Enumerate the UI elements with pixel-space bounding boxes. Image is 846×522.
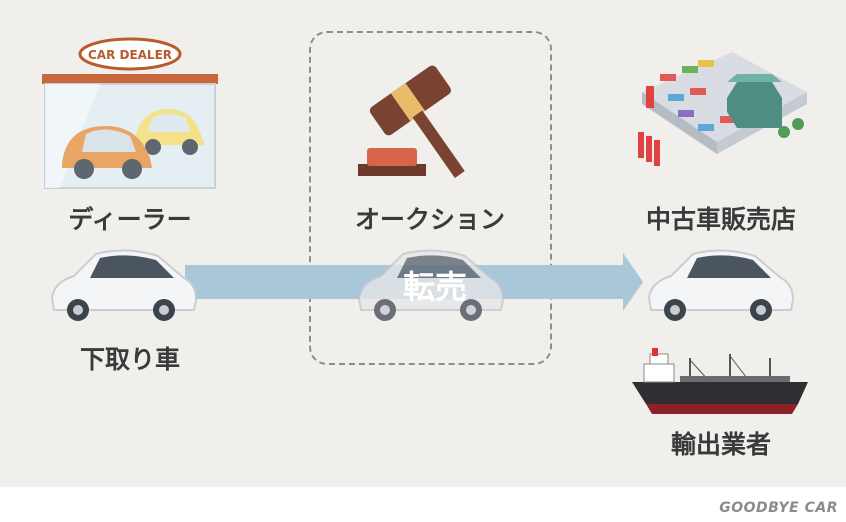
diagram-panel: CAR DEALER xyxy=(0,0,846,487)
used-car-lot-icon xyxy=(638,52,807,166)
auction-label: オークション xyxy=(354,205,505,234)
exporter-label: 輸出業者 xyxy=(670,430,771,459)
dealer-showroom-icon: CAR DEALER xyxy=(42,37,218,189)
goodbye-car-logo: GOODBYE CAR xyxy=(719,500,838,516)
resale-arrow-label: 転売 xyxy=(402,268,467,306)
flow-arrow-head xyxy=(623,253,643,311)
used-car-shop-label: 中古車販売店 xyxy=(645,205,796,234)
cargo-ship-icon xyxy=(632,348,808,414)
auction-car-icon xyxy=(357,249,505,321)
auction-gavel-icon xyxy=(358,65,465,178)
resale-car-icon xyxy=(647,249,795,321)
dealer-sign-text: CAR DEALER xyxy=(88,48,172,62)
auction-group-box xyxy=(309,31,552,365)
trade-in-car-icon xyxy=(50,249,198,321)
dealer-label: ディーラー xyxy=(68,205,192,234)
trade-in-label: 下取り車 xyxy=(79,345,180,374)
